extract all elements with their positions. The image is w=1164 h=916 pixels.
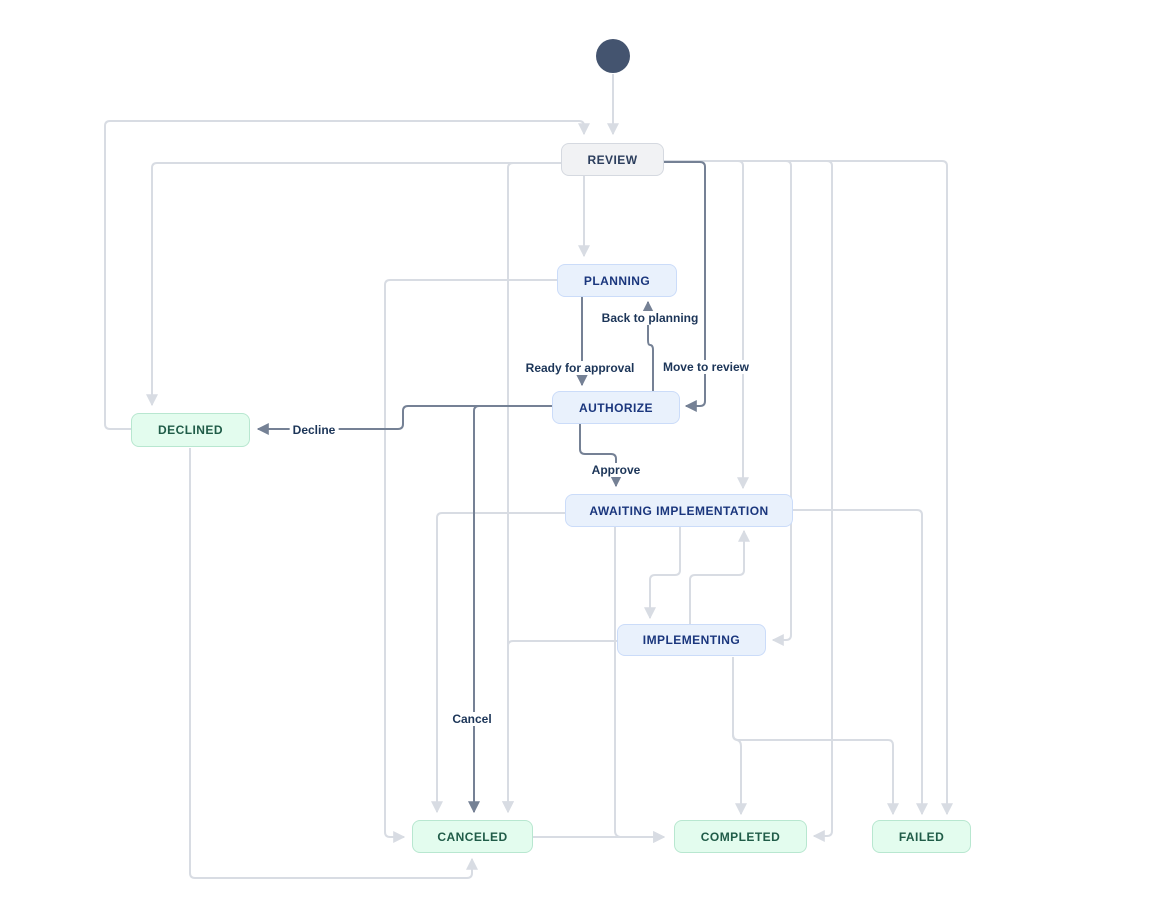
transition-label-ready-for-approval[interactable]: Ready for approval — [522, 361, 638, 375]
edge-authorize-to-declined-decline — [256, 405, 552, 435]
status-node-planning[interactable]: PLANNING — [557, 264, 677, 297]
status-node-review[interactable]: REVIEW — [561, 143, 664, 176]
edge-authorize-to-canceled-cancel — [468, 405, 552, 814]
edge-review-to-canceled — [502, 162, 561, 814]
transition-label-decline[interactable]: Decline — [289, 423, 339, 437]
status-node-canceled[interactable]: CANCELED — [412, 820, 533, 853]
edge-review-to-implementing — [664, 160, 792, 646]
transition-label-approve[interactable]: Approve — [588, 463, 644, 477]
edge-awaiting-implementation-to-implementing — [644, 527, 681, 620]
status-node-declined[interactable]: DECLINED — [131, 413, 250, 447]
edge-implementing-to-canceled — [502, 640, 617, 814]
edge-awaiting-implementation-to-completed — [614, 527, 666, 843]
edge-declined-to-canceled — [189, 448, 478, 879]
edge-awaiting-implementation-to-failed — [793, 509, 928, 816]
edge-authorize-to-planning-back-to-planning — [642, 300, 654, 391]
edge-authorize-to-awaiting-implementation-approve — [579, 424, 622, 488]
edge-review-to-failed — [664, 160, 953, 816]
transition-label-back-to-planning[interactable]: Back to planning — [598, 311, 702, 325]
edge-implementing-to-failed — [732, 657, 899, 816]
edge-awaiting-implementation-to-canceled — [431, 512, 565, 814]
status-node-authorize[interactable]: AUTHORIZE — [552, 391, 680, 424]
edge-review-to-authorize-move-to-review — [664, 161, 706, 412]
transition-label-move-to-review[interactable]: Move to review — [659, 360, 753, 374]
edge-planning-to-canceled — [384, 279, 557, 843]
start-node — [596, 39, 630, 73]
status-node-failed[interactable]: FAILED — [872, 820, 971, 853]
status-node-awaiting-implementation[interactable]: AWAITING IMPLEMENTATION — [565, 494, 793, 527]
edge-implementing-to-completed — [732, 657, 747, 816]
transition-label-cancel[interactable]: Cancel — [449, 712, 495, 726]
edge-declined-to-review — [104, 120, 590, 430]
status-node-completed[interactable]: COMPLETED — [674, 820, 807, 853]
edge-review-to-declined — [146, 162, 561, 407]
status-node-implementing[interactable]: IMPLEMENTING — [617, 624, 766, 656]
edge-implementing-to-awaiting-implementation — [689, 529, 750, 624]
